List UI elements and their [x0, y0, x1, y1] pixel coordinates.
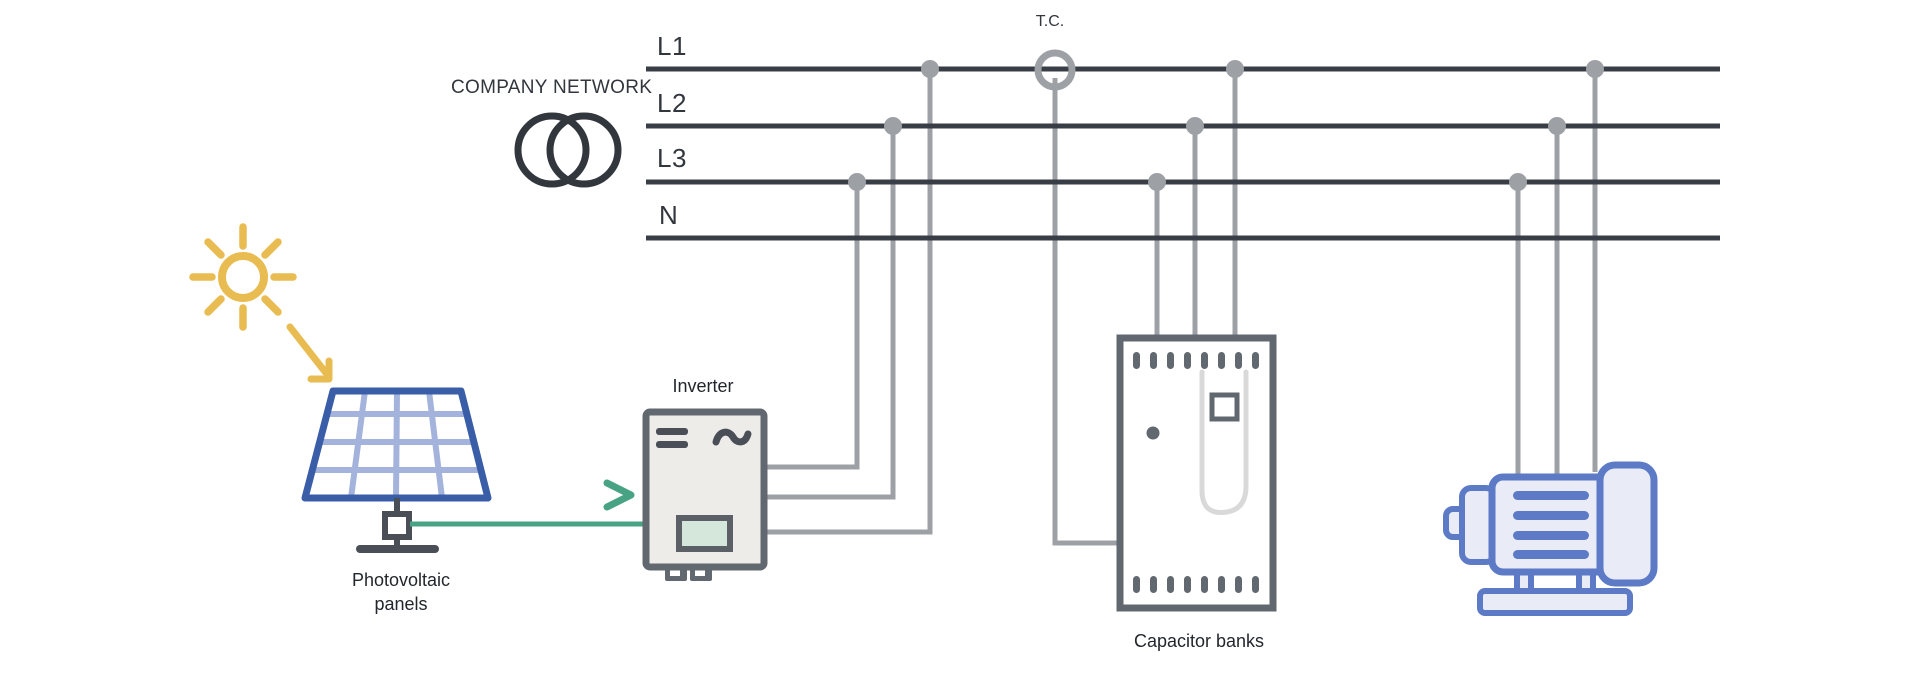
- capacitor-switch-square: [1209, 392, 1240, 422]
- connection-wires: [765, 69, 1598, 546]
- bus-label-l2: L2: [657, 88, 687, 118]
- inverter-display: [676, 515, 733, 552]
- wire-inverter-to-l1: [765, 69, 933, 535]
- panel-stand: [356, 498, 439, 553]
- bus-label-n: N: [659, 200, 679, 230]
- bus-label-l1: L1: [657, 31, 687, 61]
- junction-dot: [1226, 60, 1244, 78]
- junction-dot: [848, 173, 866, 191]
- electric-motor-icon: [1443, 461, 1658, 616]
- current-transformer-ring-icon: [1034, 49, 1076, 91]
- inverter-body: [642, 408, 768, 571]
- photovoltaic-label-line2: panels: [374, 594, 428, 614]
- panel-grid: [312, 390, 481, 499]
- company-network-label: COMPANY NETWORK: [451, 77, 653, 98]
- junction-dot: [1509, 173, 1527, 191]
- chevron-right-icon: [603, 479, 635, 511]
- junction-dot: [1186, 117, 1204, 135]
- motor-base: [1477, 588, 1633, 616]
- capacitor-banks-label: Capacitor banks: [1133, 631, 1265, 651]
- capacitor-vent-slots-top: [1133, 352, 1259, 369]
- bus-label-l3: L3: [657, 143, 687, 173]
- wire-inverter-to-l2: [765, 126, 896, 500]
- current-transformer-label: T.C.: [1035, 13, 1065, 30]
- sun-icon: [189, 223, 297, 331]
- junction-dots: [848, 60, 1604, 191]
- inverter-label: Inverter: [672, 376, 734, 396]
- motor-fins: [1513, 491, 1589, 559]
- wire-inverter-to-l3: [765, 182, 860, 470]
- transformer-coils-icon: [514, 112, 622, 188]
- inverter-icon: [642, 408, 768, 581]
- arrow-down-right-icon: [286, 323, 333, 383]
- power-bus-lines: [646, 66, 1720, 241]
- motor-end-cap: [1596, 461, 1658, 587]
- transformer-coil-left: [514, 112, 590, 188]
- junction-dot: [884, 117, 902, 135]
- panel-frame: [301, 387, 492, 502]
- wire-tc-to-capacitor: [1052, 78, 1122, 546]
- sun-core: [218, 252, 268, 302]
- solar-panel-icon: [301, 387, 492, 553]
- photovoltaic-panels-label: Photovoltaic panels: [321, 568, 481, 616]
- capacitor-bank-cabinet-icon: [1116, 334, 1277, 612]
- junction-dot: [1548, 117, 1566, 135]
- capacitor-inner-panel: [1199, 369, 1249, 516]
- junction-dot: [1148, 173, 1166, 191]
- junction-dot: [921, 60, 939, 78]
- capacitor-vent-slots-bottom: [1133, 576, 1259, 593]
- transformer-coil-right: [546, 112, 622, 188]
- photovoltaic-label-line1: Photovoltaic: [351, 570, 451, 590]
- capacitor-cabinet-body: [1116, 334, 1277, 612]
- dc-symbol-bar: [656, 428, 688, 435]
- junction-dot: [1586, 60, 1604, 78]
- capacitor-indicator-dot: [1146, 426, 1160, 440]
- ac-wave-symbol: [712, 428, 752, 446]
- dc-symbol-bar: [656, 441, 688, 448]
